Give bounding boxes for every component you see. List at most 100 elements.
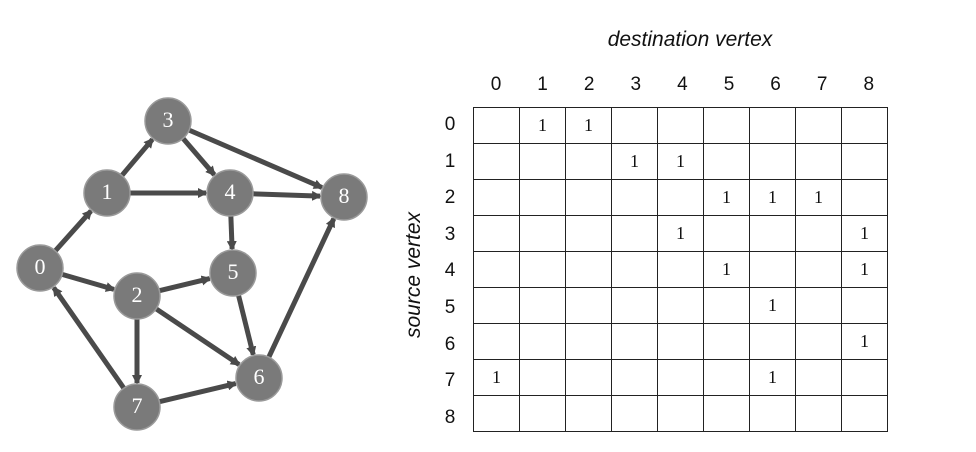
matrix-cell-4-4 xyxy=(657,251,704,288)
matrix-cell-6-0 xyxy=(473,323,520,360)
node-label: 6 xyxy=(254,364,265,389)
node-label: 3 xyxy=(163,107,174,132)
edge-7-to-0 xyxy=(51,286,126,390)
node-label: 2 xyxy=(132,282,143,307)
column-header-8: 8 xyxy=(863,74,875,95)
matrix-cell-3-6 xyxy=(749,215,796,252)
node-circle xyxy=(209,249,257,297)
matrix-cell-0-0 xyxy=(473,107,520,144)
node-1: 1 xyxy=(83,169,131,217)
matrix-cell-0-6 xyxy=(749,107,796,144)
matrix-cell-4-1 xyxy=(519,251,566,288)
matrix-cell-3-1 xyxy=(519,215,566,252)
matrix-cell-1-7 xyxy=(795,143,842,180)
edge-7-to-6 xyxy=(158,380,238,405)
matrix-cell-6-6 xyxy=(749,323,796,360)
node-circle xyxy=(206,169,254,217)
matrix-cell-3-3 xyxy=(611,215,658,252)
matrix-cell-5-1 xyxy=(519,287,566,324)
matrix-cell-2-8 xyxy=(841,179,888,216)
node-circle xyxy=(83,169,131,217)
matrix-cell-7-1 xyxy=(519,359,566,396)
matrix-cell-7-0: 1 xyxy=(473,359,520,396)
row-header-8: 8 xyxy=(444,406,456,428)
node-0: 0 xyxy=(16,244,64,292)
matrix-cell-2-6: 1 xyxy=(749,179,796,216)
matrix-cell-7-7 xyxy=(795,359,842,396)
node-circle xyxy=(113,383,161,431)
matrix-cell-6-1 xyxy=(519,323,566,360)
matrix-cell-3-8: 1 xyxy=(841,215,888,252)
edge-4-to-5 xyxy=(226,215,237,252)
node-circle xyxy=(320,173,368,221)
matrix-cell-8-1 xyxy=(519,395,566,432)
graph-edges xyxy=(51,127,337,405)
edge-5-to-6 xyxy=(236,294,257,357)
matrix-cell-6-3 xyxy=(611,323,658,360)
node-label: 0 xyxy=(35,254,46,279)
matrix-cell-3-7 xyxy=(795,215,842,252)
node-8: 8 xyxy=(320,173,368,221)
node-label: 4 xyxy=(225,179,236,204)
node-3: 3 xyxy=(144,97,192,145)
matrix-cell-5-2 xyxy=(565,287,612,324)
matrix-cell-7-3 xyxy=(611,359,658,396)
matrix-cell-1-8 xyxy=(841,143,888,180)
row-header-7: 7 xyxy=(444,370,456,392)
graph-nodes: 0 1 2 3 4 5 6 7 8 xyxy=(16,97,368,431)
column-header-2: 2 xyxy=(583,74,595,95)
matrix-cell-2-0 xyxy=(473,179,520,216)
matrix-row-6: 1 xyxy=(473,323,888,360)
matrix-cell-4-0 xyxy=(473,251,520,288)
matrix-cell-2-4 xyxy=(657,179,704,216)
matrix-cell-6-5 xyxy=(703,323,750,360)
edge-0-to-2 xyxy=(61,271,116,292)
node-5: 5 xyxy=(209,249,257,297)
matrix-cell-2-2 xyxy=(565,179,612,216)
node-circle xyxy=(144,97,192,145)
node-6: 6 xyxy=(235,354,283,402)
matrix-cell-1-6 xyxy=(749,143,796,180)
matrix-cell-2-5: 1 xyxy=(703,179,750,216)
matrix-cell-5-0 xyxy=(473,287,520,324)
matrix-cell-0-5 xyxy=(703,107,750,144)
matrix-cell-8-2 xyxy=(565,395,612,432)
matrix-cell-7-6: 1 xyxy=(749,359,796,396)
matrix-cell-7-8 xyxy=(841,359,888,396)
column-header-0: 0 xyxy=(490,74,502,95)
edge-3-to-4 xyxy=(181,136,217,177)
column-header-5: 5 xyxy=(723,74,735,95)
edge-6-to-8 xyxy=(266,216,337,359)
node-label: 7 xyxy=(132,393,143,418)
matrix-cell-1-5 xyxy=(703,143,750,180)
matrix-cell-5-7 xyxy=(795,287,842,324)
row-header-2: 2 xyxy=(444,187,456,209)
matrix-cell-0-3 xyxy=(611,107,658,144)
matrix-cell-4-8: 1 xyxy=(841,251,888,288)
matrix-cell-2-1 xyxy=(519,179,566,216)
matrix-row-8 xyxy=(473,395,888,432)
matrix-cell-1-2 xyxy=(565,143,612,180)
matrix-cell-0-1: 1 xyxy=(519,107,566,144)
row-header-0: 0 xyxy=(444,114,456,135)
matrix-cell-4-7 xyxy=(795,251,842,288)
column-header-6: 6 xyxy=(770,74,781,95)
matrix-cell-4-5: 1 xyxy=(703,251,750,288)
matrix-cell-6-8: 1 xyxy=(841,323,888,360)
matrix-cell-3-5 xyxy=(703,215,750,252)
matrix-cell-5-3 xyxy=(611,287,658,324)
column-header-3: 3 xyxy=(630,74,642,95)
edge-0-to-1 xyxy=(53,209,93,253)
node-circle xyxy=(235,354,283,402)
matrix-cell-1-1 xyxy=(519,143,566,180)
row-header-3: 3 xyxy=(444,223,456,245)
matrix-cell-8-3 xyxy=(611,395,658,432)
matrix-cell-1-0 xyxy=(473,143,520,180)
matrix-cell-0-8 xyxy=(841,107,888,144)
